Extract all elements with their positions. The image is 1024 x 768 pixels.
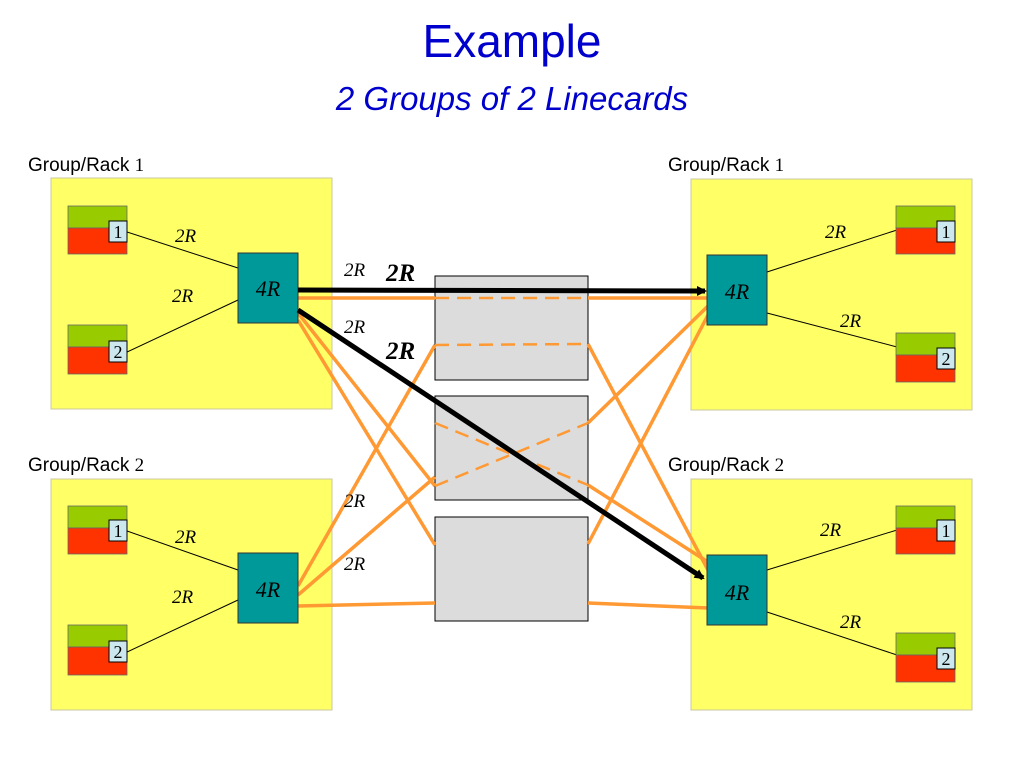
link-dashed — [434, 342, 589, 347]
link-label: 2R — [840, 612, 862, 633]
link — [586, 304, 710, 425]
switch-label: 4R — [256, 276, 281, 301]
switch-label: 4R — [256, 577, 281, 602]
rack-label-left-bottom: Group/Rack 2 — [28, 455, 144, 477]
highlight-arrow-diagonal — [296, 307, 705, 581]
linecard-number: 2 — [114, 642, 123, 662]
link-label: 2R — [175, 527, 197, 548]
rack-label-left-top: Group/Rack 1 — [28, 155, 144, 177]
switch-left-top: 4R — [237, 252, 299, 324]
highlight-link-label: 2R — [385, 260, 415, 287]
linecard-number: 2 — [114, 342, 123, 362]
connector — [126, 299, 239, 353]
linecard-number: 1 — [114, 222, 123, 242]
highlight-arrow-straight — [297, 285, 707, 296]
page-title: Example — [422, 15, 602, 67]
rack-connectors — [126, 229, 898, 656]
connector — [766, 229, 898, 273]
link-label: 2R — [344, 554, 366, 575]
link-label: 2R — [344, 317, 366, 338]
link-label: 2R — [344, 491, 366, 512]
link — [296, 475, 437, 597]
link-label: 2R — [820, 520, 842, 541]
rack-label-right-top: Group/Rack 1 — [668, 155, 784, 177]
link — [586, 343, 710, 571]
link-label: 2R — [175, 226, 197, 247]
linecard-number: 2 — [942, 649, 951, 669]
rack-label-number: 2 — [134, 455, 145, 476]
rack-label-text: Group/Rack — [28, 455, 130, 476]
link-dashed — [434, 421, 589, 487]
connector — [126, 530, 239, 571]
linecard-number: 1 — [114, 521, 123, 541]
linecard-rb-2: 2 — [895, 632, 956, 683]
page-subtitle: 2 Groups of 2 Linecards — [335, 80, 689, 117]
connector — [766, 312, 898, 348]
link — [587, 483, 709, 564]
linecard-rt-1: 1 — [895, 205, 956, 255]
switch-right-bottom: 4R — [706, 554, 768, 626]
fabric-box-top — [434, 275, 589, 381]
linecard-number: 2 — [942, 349, 951, 369]
link — [296, 319, 437, 546]
linecard-rb-1: 1 — [895, 505, 956, 555]
link-label: 2R — [172, 587, 194, 608]
rack-label-number: 1 — [774, 155, 785, 176]
link — [586, 314, 710, 545]
link-label: 2R — [825, 222, 847, 243]
link-label: 2R — [344, 260, 366, 281]
link — [587, 601, 709, 610]
linecard-lb-2: 2 — [67, 624, 128, 676]
link-label: 2R — [840, 311, 862, 332]
rack-label-text: Group/Rack — [28, 155, 130, 176]
linecard-number: 1 — [942, 222, 951, 242]
switch-label: 4R — [725, 279, 750, 304]
switch-label: 4R — [725, 580, 750, 605]
link-label: 2R — [172, 286, 194, 307]
fabric-links — [296, 296, 710, 610]
connector — [126, 231, 239, 269]
link-dashed — [434, 421, 589, 488]
linecard-lt-1: 1 — [67, 205, 128, 255]
internal-fabric-links — [434, 296, 589, 488]
linecard-lb-1: 1 — [67, 505, 128, 555]
link — [296, 311, 437, 488]
rack-label-number: 1 — [134, 155, 145, 176]
rack-label-right-bottom: Group/Rack 2 — [668, 455, 784, 477]
switch-left-bottom: 4R — [237, 552, 299, 624]
linecard-rt-2: 2 — [895, 332, 956, 383]
rack-label-text: Group/Rack — [668, 155, 770, 176]
fabric-box-bottom — [434, 516, 589, 622]
connector — [126, 599, 239, 653]
switch-right-top: 4R — [706, 254, 768, 326]
highlight-link-label: 2R — [385, 338, 415, 365]
rack-label-number: 2 — [774, 455, 785, 476]
connector — [766, 611, 898, 656]
linecard-lt-2: 2 — [67, 324, 128, 375]
link — [297, 601, 436, 608]
linecard-number: 1 — [942, 521, 951, 541]
connector — [766, 529, 898, 571]
rack-label-text: Group/Rack — [668, 455, 770, 476]
